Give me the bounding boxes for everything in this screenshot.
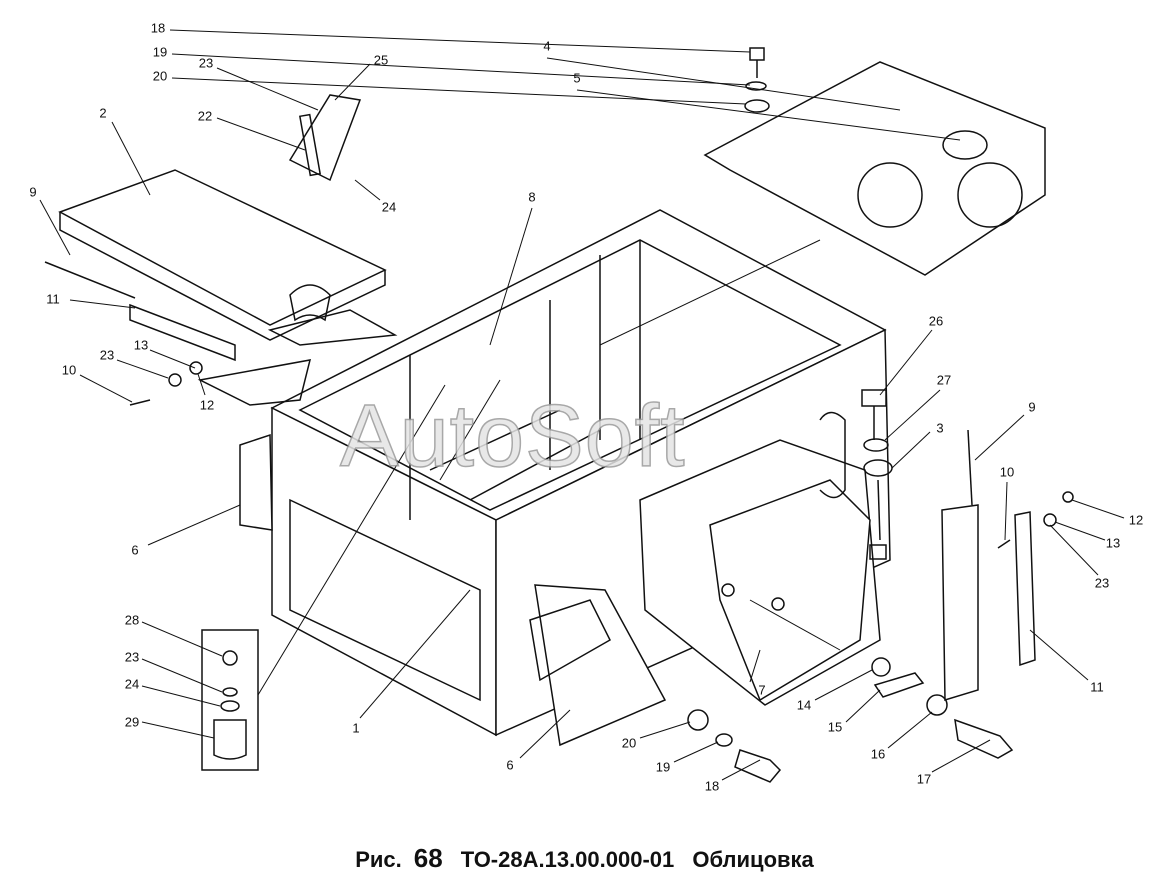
callout: 24 (381, 199, 397, 215)
callout: 14 (796, 697, 812, 713)
callout: 13 (133, 337, 149, 353)
callout: 19 (655, 759, 671, 775)
callout: 23 (1094, 575, 1110, 591)
callout: 9 (1028, 399, 1036, 415)
callout: 3 (936, 420, 944, 436)
callout: 5 (573, 70, 581, 86)
hinge-left (44, 261, 312, 406)
callout: 2 (99, 105, 107, 121)
watermark: AutoSoft (339, 385, 686, 486)
callout: 23 (99, 347, 115, 363)
callout: 27 (936, 372, 952, 388)
caption-number: 68 (413, 843, 443, 873)
callout: 8 (528, 189, 536, 205)
callout: 23 (198, 55, 214, 71)
hinges-right (941, 429, 1074, 702)
callout: 6 (131, 542, 139, 558)
top-panel-2 (58, 94, 398, 346)
leader-lines (39, 29, 1125, 781)
bolt-top (744, 47, 770, 113)
callout: 15 (827, 719, 843, 735)
callout: 10 (61, 362, 77, 378)
figure-caption: Рис. 68 ТО-28А.13.00.000-01 Облицовка (0, 843, 1169, 874)
callout: 28 (124, 612, 140, 628)
callout: 17 (916, 771, 932, 787)
callout: 19 (152, 44, 168, 60)
callout: 9 (29, 184, 37, 200)
caption-title: Облицовка (692, 847, 814, 872)
callout: 12 (1128, 512, 1144, 528)
callout: 24 (124, 676, 140, 692)
callout: 11 (46, 291, 60, 307)
callout: 22 (197, 108, 213, 124)
latch-parts (687, 657, 1014, 783)
callout: 23 (124, 649, 140, 665)
callout: 4 (543, 38, 551, 54)
callout: 1 (352, 720, 360, 736)
callout: 26 (928, 313, 944, 329)
callout: 18 (150, 20, 166, 36)
callout: 10 (999, 464, 1015, 480)
callout: 13 (1105, 535, 1121, 551)
callout: 12 (199, 397, 215, 413)
callout: 18 (704, 778, 720, 794)
callout: 25 (373, 52, 389, 68)
callout: 11 (1090, 679, 1104, 695)
callout: 7 (758, 682, 766, 698)
caption-code: ТО-28А.13.00.000-01 (460, 847, 675, 872)
callout: 16 (870, 746, 886, 762)
callout: 6 (506, 757, 514, 773)
callout: 29 (124, 714, 140, 730)
callout: 20 (152, 68, 168, 84)
callout: 20 (621, 735, 637, 751)
caption-prefix: Рис. (355, 847, 402, 872)
parts-box (201, 629, 259, 771)
side-panels-6 (239, 433, 667, 747)
top-panel-4 (703, 61, 1046, 276)
